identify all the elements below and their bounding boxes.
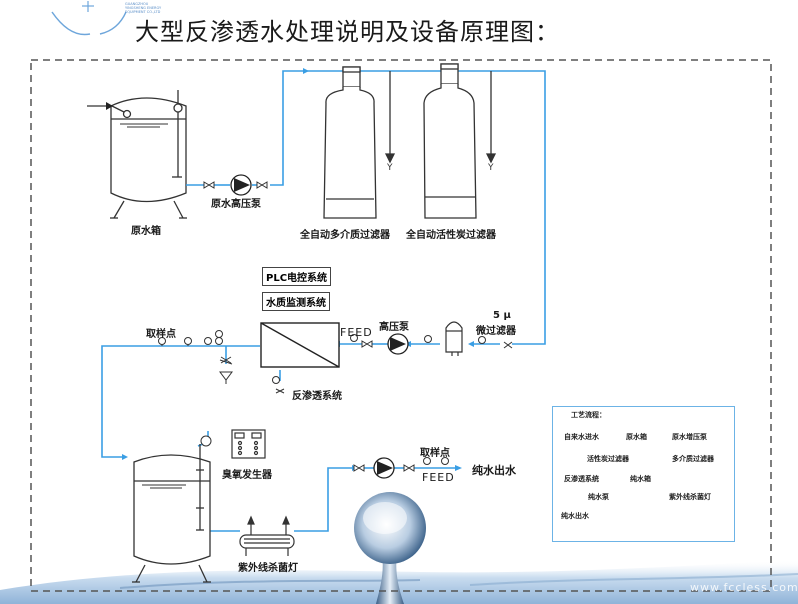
ozone-generator <box>231 429 266 459</box>
flow-step: 反渗透系统 <box>564 475 599 483</box>
raw-tank-label: 原水箱 <box>131 226 161 237</box>
carbon-filter-label: 全自动活性炭过滤器 <box>406 230 496 241</box>
plc-control-box: PLC电控系统 <box>262 267 332 286</box>
flow-step: 多介质过滤器 <box>672 455 714 463</box>
feed-label: FEED <box>340 326 373 339</box>
pure-water-pump-icon <box>373 457 395 479</box>
micro-filter <box>445 321 463 356</box>
flow-step: 活性炭过滤器 <box>587 455 629 463</box>
uv-lamp-label: 紫外线杀菌灯 <box>238 563 298 574</box>
flow-step: 纯水泵 <box>588 493 609 501</box>
ro-membrane <box>260 322 340 368</box>
water-surface <box>0 560 798 604</box>
logo-line: YINGSHENG ENERGY <box>125 6 162 10</box>
drain-label: Y <box>387 163 393 173</box>
valves <box>203 181 415 472</box>
pipe-network <box>101 70 546 532</box>
multimedia-filter <box>323 66 396 219</box>
logo-line: GUANGZHOU <box>125 2 149 6</box>
micro-filter-label: 微过滤器 <box>476 326 516 337</box>
flow-step: 纯水出水 <box>561 512 589 520</box>
uv-lamp <box>239 515 295 556</box>
carbon-filter <box>423 63 497 219</box>
micro-filter-size: 5 μ <box>493 310 511 321</box>
process-flow-box <box>552 406 735 542</box>
flow-step: 纯水箱 <box>630 475 651 483</box>
ro-system-label: 反渗透系统 <box>292 391 342 402</box>
watermark: www.fccless.com <box>690 581 798 594</box>
water-monitor-box: 水质监测系统 <box>262 292 330 311</box>
drain-valves <box>219 341 513 394</box>
pure-water-out-label: 纯水出水 <box>472 464 516 477</box>
pure-feed-label: FEED <box>422 471 455 484</box>
raw-water-tank <box>87 90 187 219</box>
logo-text: GUANGZHOU YINGSHENG ENERGY EQUIPMENT CO.… <box>125 2 185 14</box>
logo-arc-icon <box>51 11 91 36</box>
raw-water-pump-icon <box>230 174 252 196</box>
flow-step: 原水增压泵 <box>672 433 707 441</box>
flow-step: 自来水进水 <box>564 433 599 441</box>
hp-pump-label: 高压泵 <box>379 322 409 333</box>
multimedia-filter-label: 全自动多介质过滤器 <box>300 230 390 241</box>
flow-step: 原水箱 <box>626 433 647 441</box>
pressure-gauges <box>158 330 486 465</box>
pure-water-tank <box>132 444 211 583</box>
page-title: 大型反渗透水处理说明及设备原理图： <box>135 18 560 46</box>
ozone-generator-label: 臭氧发生器 <box>222 470 272 481</box>
pure-sample-point-label: 取样点 <box>420 448 450 459</box>
sample-point-label: 取样点 <box>146 329 176 340</box>
high-pressure-pump-icon <box>387 333 409 355</box>
raw-pump-label: 原水高压泵 <box>211 199 261 210</box>
process-flow-title: 工艺流程： <box>571 411 606 419</box>
flow-step: 紫外线杀菌灯 <box>669 493 711 501</box>
drain-label: Y <box>488 163 494 173</box>
logo-line: EQUIPMENT CO.,LTD <box>125 10 161 14</box>
